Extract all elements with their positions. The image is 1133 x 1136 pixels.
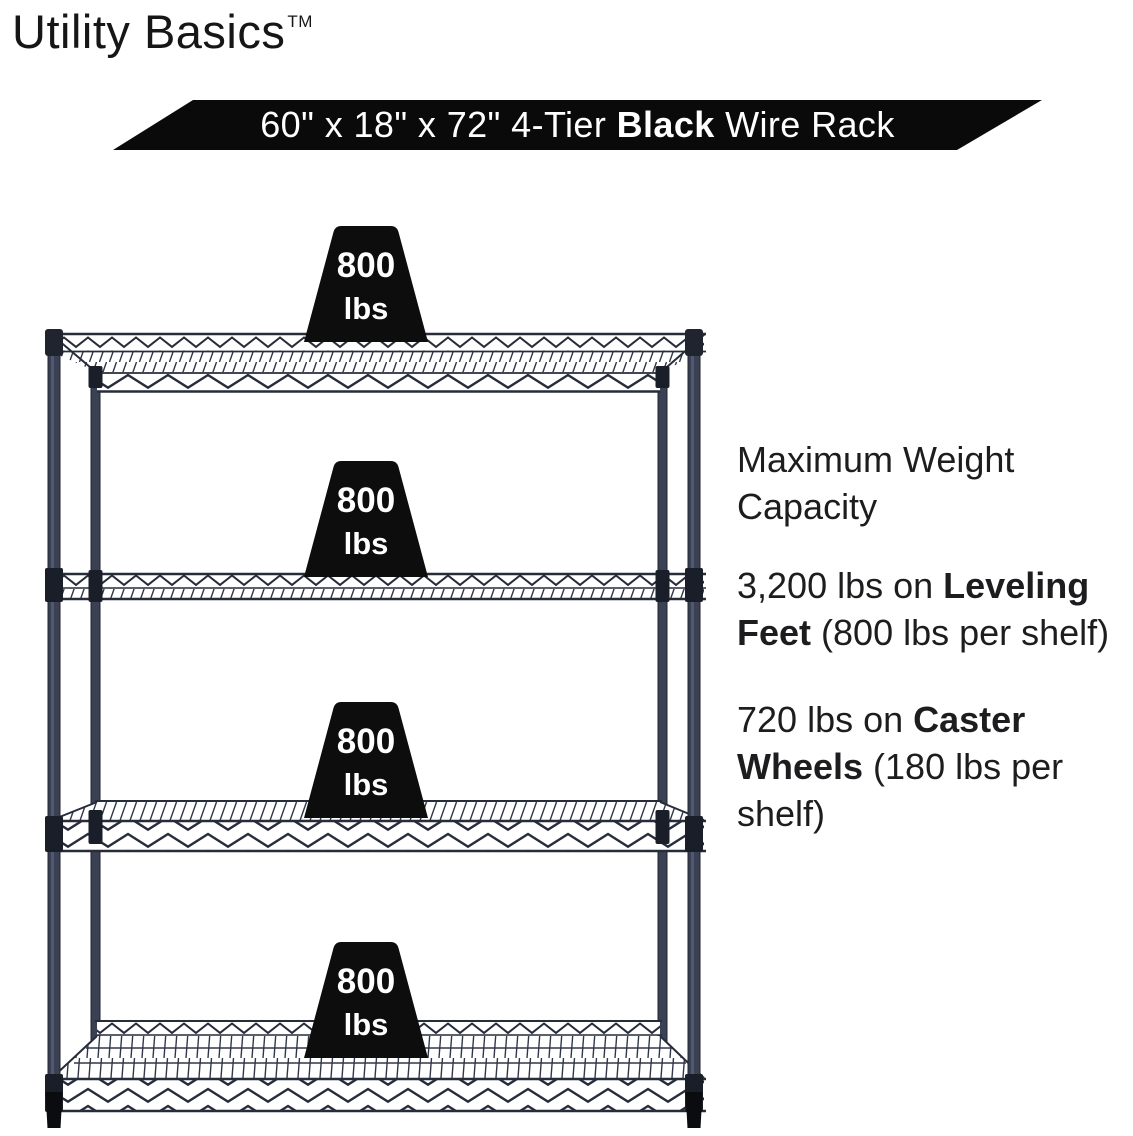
weight-badge-shelf-4: 800 lbs (304, 942, 428, 1058)
wire-rack-illustration (45, 329, 706, 1128)
banner-text-bold: Black (616, 104, 715, 145)
trademark-symbol: TM (287, 12, 313, 32)
brand-name: Utility Basics (12, 5, 286, 58)
banner-text-prefix: 60" x 18" x 72" 4-Tier (260, 104, 617, 145)
weight-badge-shelf-3: 800 lbs (304, 702, 428, 818)
badge-unit: lbs (344, 1007, 389, 1042)
banner-text-suffix: Wire Rack (714, 104, 895, 145)
shelf-1 (50, 332, 706, 393)
badge-value: 800 (337, 246, 395, 285)
badge-unit: lbs (344, 526, 389, 561)
leveling-feet-capacity: 3,200 lbs on Leveling Feet (800 lbs per … (737, 565, 1110, 653)
badge-value: 800 (337, 481, 395, 520)
leveling-foot (685, 1092, 703, 1128)
front-posts (45, 329, 703, 1128)
caster-wheels-capacity: 720 lbs on Caster Wheels (180 lbs per sh… (737, 699, 1064, 834)
leveling-foot (45, 1092, 63, 1128)
badge-value: 800 (337, 722, 395, 761)
badge-unit: lbs (344, 767, 389, 802)
info-heading: Maximum Weight Capacity (737, 439, 1015, 527)
badge-value: 800 (337, 962, 395, 1001)
weight-badge-shelf-2: 800 lbs (304, 461, 428, 577)
title-banner: 60" x 18" x 72" 4-Tier Black Wire Rack (113, 100, 1042, 150)
badge-unit: lbs (344, 291, 389, 326)
capacity-info: Maximum Weight Capacity 3,200 lbs on Lev… (737, 436, 1133, 837)
weight-badge-shelf-1: 800 lbs (304, 226, 428, 342)
